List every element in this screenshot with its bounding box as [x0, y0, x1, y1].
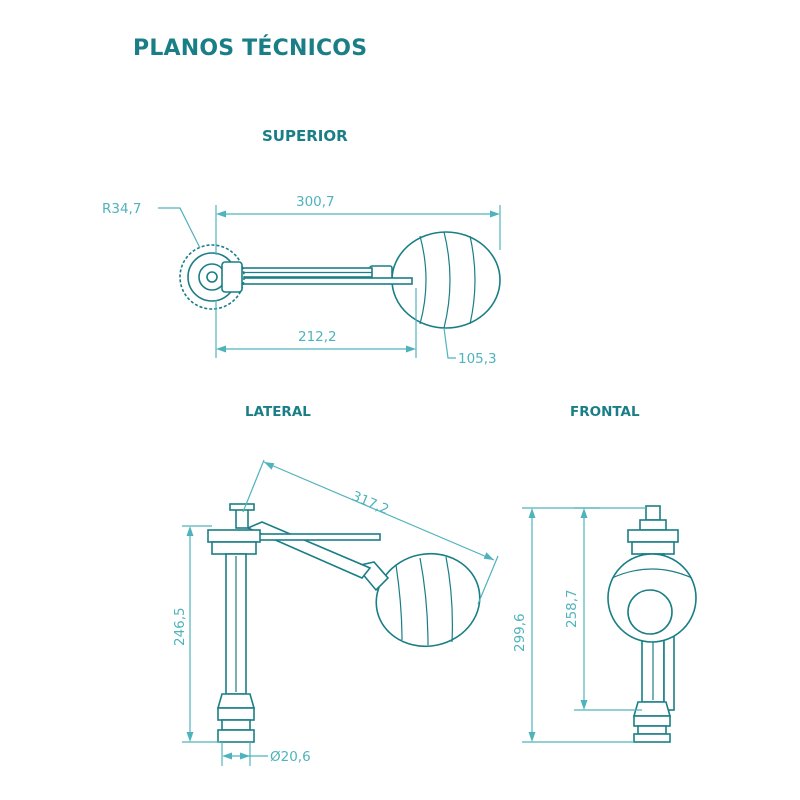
lateral-view: 317,2 246,5 Ø20,6: [172, 459, 499, 766]
head-top-lateral: [235, 507, 249, 529]
base-taper-frontal: [632, 701, 672, 717]
dim-ball-top: 105,3: [458, 351, 497, 367]
base-thread-lateral: [221, 719, 251, 731]
dim-diameter: Ø20,6: [270, 749, 311, 765]
flange-lower-lateral: [211, 541, 257, 555]
dim-height-frontal-inner: 258,7: [564, 589, 580, 628]
view-label-superior: SUPERIOR: [262, 127, 348, 145]
view-label-lateral: LATERAL: [245, 404, 311, 420]
dim-height-lateral: 246,5: [172, 607, 188, 646]
head-cap-lateral: [229, 503, 255, 511]
lever-top: [235, 277, 413, 285]
valve-center-top: [206, 271, 218, 283]
flange-lateral: [207, 529, 261, 543]
dim-radius: R34,7: [102, 201, 141, 217]
lever-lateral: [249, 533, 381, 541]
base-nut-lateral: [217, 707, 255, 721]
dim-height-frontal-outer: 299,6: [512, 613, 528, 652]
frontal-view: 299,6 258,7: [512, 505, 697, 743]
valve-joint-top: [221, 261, 243, 293]
base-bottom-lateral: [217, 729, 255, 743]
superior-view: R34,7 300,7 212,2 105,3: [102, 194, 501, 367]
view-label-frontal: FRONTAL: [570, 404, 640, 420]
dim-diagonal: 317,2: [349, 488, 391, 518]
base-thread-frontal: [637, 725, 667, 735]
dim-arm-top: 212,2: [298, 329, 337, 345]
page-title: PLANOS TÉCNICOS: [133, 36, 368, 61]
base-nut-frontal: [633, 715, 671, 727]
flange-frontal: [627, 529, 679, 543]
arm-lateral: [245, 521, 372, 579]
base-bottom-frontal: [633, 733, 671, 743]
ball-cap-frontal: [627, 589, 673, 635]
base-taper-lateral: [216, 693, 256, 709]
dim-overall-top: 300,7: [296, 194, 335, 210]
head-top-frontal: [645, 505, 661, 521]
flange-lower-frontal: [631, 541, 675, 555]
head-cap-frontal: [639, 519, 667, 531]
